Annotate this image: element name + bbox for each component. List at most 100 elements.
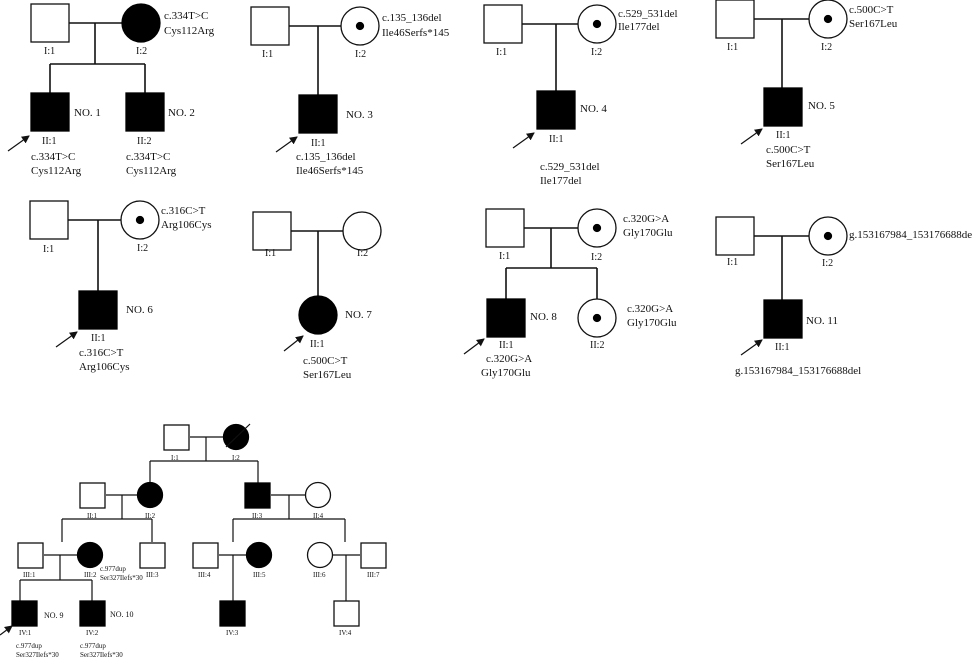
- variant-protein-label: Cys112Arg: [164, 25, 215, 37]
- female-affected-symbol: [245, 541, 273, 569]
- variant-protein-label: Ser327Ilefs*30: [80, 651, 123, 659]
- female-affected-symbol: [298, 295, 338, 335]
- member-label: IV:2: [86, 629, 99, 637]
- member-label: I:2: [136, 46, 147, 57]
- pedigree-family-11: I:1 I:2 g.153167984_153176688del NO. 11 …: [715, 216, 972, 377]
- carrier-dot: [355, 21, 365, 31]
- pedigree-family-3: I:1 I:2 c.135_136del Ile46Serfs*145 NO. …: [250, 6, 450, 177]
- member-label: I:2: [357, 248, 368, 259]
- male-unaffected-symbol: [715, 0, 755, 39]
- variant-cdna-label: c.500C>T: [849, 4, 894, 16]
- variant-protein-label: Arg106Cys: [161, 219, 212, 231]
- variant-protein-label: Gly170Glu: [481, 367, 531, 379]
- member-label: I:2: [355, 49, 366, 60]
- member-label: I:2: [137, 243, 148, 254]
- pedigree-family-1-2: I:1 I:2 c.334T>C Cys112Arg NO. 1 NO. 2 I…: [7, 3, 215, 177]
- family-number-label: NO. 5: [808, 100, 835, 112]
- proband-arrow: [283, 335, 304, 352]
- female-unaffected-symbol: [304, 481, 332, 509]
- male-affected-symbol: [763, 87, 803, 127]
- male-unaffected-symbol: [250, 6, 290, 46]
- carrier-dot: [823, 14, 833, 24]
- male-affected-symbol: [125, 92, 165, 132]
- member-label: I:1: [43, 244, 54, 255]
- variant-cdna-label: c.977dup: [100, 565, 126, 573]
- member-label: II:1: [91, 333, 105, 344]
- male-affected-symbol: [11, 600, 38, 627]
- variant-cdna-label: c.320G>A: [486, 353, 532, 365]
- proband-arrow: [463, 338, 485, 355]
- male-affected-symbol: [763, 299, 803, 339]
- male-unaffected-symbol: [163, 424, 190, 451]
- member-label: II:1: [549, 134, 563, 145]
- variant-protein-label: Cys112Arg: [126, 165, 177, 177]
- male-affected-symbol: [219, 600, 246, 627]
- variant-protein-label: Ser327Ilefs*30: [100, 574, 143, 582]
- variant-protein-label: Ile46Serfs*145: [382, 27, 450, 39]
- variant-protein-label: Gly170Glu: [627, 317, 677, 329]
- pedigree-family-6: I:1 I:2 c.316C>T Arg106Cys NO. 6 II:1 c.…: [29, 200, 212, 373]
- member-label: III:4: [198, 571, 211, 579]
- member-label: II:2: [137, 136, 151, 147]
- variant-cdna-label: c.316C>T: [161, 205, 206, 217]
- variant-cdna-label: c.529_531del: [618, 8, 678, 20]
- variant-cdna-label: c.320G>A: [627, 303, 673, 315]
- member-label: I:2: [821, 42, 832, 53]
- variant-cdna-label: c.334T>C: [31, 151, 75, 163]
- proband-arrow: [275, 136, 298, 153]
- variant-protein-label: Ile46Serfs*145: [296, 165, 364, 177]
- member-label: III:1: [23, 571, 36, 579]
- member-label: II:1: [775, 342, 789, 353]
- male-unaffected-symbol: [252, 211, 292, 251]
- male-affected-symbol: [30, 92, 70, 132]
- pedigree-family-9-10: I:1 I:2 II:1 II:2 II:3 II:4 III:1 III:2 …: [0, 423, 387, 659]
- member-label: III:2: [84, 571, 97, 579]
- female-unaffected-symbol: [306, 541, 334, 569]
- male-unaffected-symbol: [192, 542, 219, 569]
- member-label: II:3: [252, 512, 263, 520]
- member-label: IV:1: [19, 629, 32, 637]
- variant-cdna-label: c.135_136del: [382, 12, 442, 24]
- pedigree-family-8: I:1 I:2 c.320G>A Gly170Glu NO. 8 c.320G>…: [463, 208, 677, 379]
- male-affected-symbol: [244, 482, 271, 509]
- male-unaffected-symbol: [29, 200, 69, 240]
- male-unaffected-symbol: [139, 542, 166, 569]
- member-label: I:1: [727, 42, 738, 53]
- variant-cdna-label: c.500C>T: [766, 144, 811, 156]
- member-label: I:1: [44, 46, 55, 57]
- member-label: IV:4: [339, 629, 352, 637]
- variant-cdna-label: c.500C>T: [303, 355, 348, 367]
- variant-genomic-label: g.153167984_153176688del: [849, 229, 972, 241]
- male-unaffected-symbol: [715, 216, 755, 256]
- member-label: II:2: [590, 340, 604, 351]
- member-label: III:6: [313, 571, 326, 579]
- male-unaffected-symbol: [485, 208, 525, 248]
- carrier-dot: [592, 313, 602, 323]
- proband-arrow: [7, 135, 30, 152]
- carrier-dot: [823, 231, 833, 241]
- carrier-dot: [135, 215, 145, 225]
- member-label: II:1: [311, 138, 325, 149]
- male-unaffected-symbol: [79, 482, 106, 509]
- member-label: II:2: [145, 512, 156, 520]
- pedigree-family-4: I:1 I:2 c.529_531del Ile177del NO. 4 II:…: [483, 4, 678, 187]
- family-number-label: NO. 7: [345, 309, 372, 321]
- variant-protein-label: Ser167Leu: [303, 369, 352, 381]
- variant-protein-label: Ser327Ilefs*30: [16, 651, 59, 659]
- variant-protein-label: Ile177del: [618, 21, 660, 33]
- variant-protein-label: Ser167Leu: [849, 18, 898, 30]
- variant-protein-label: Arg106Cys: [79, 361, 130, 373]
- variant-protein-label: Ser167Leu: [766, 158, 815, 170]
- member-label: III:7: [367, 571, 380, 579]
- variant-cdna-label: c.334T>C: [126, 151, 170, 163]
- male-unaffected-symbol: [483, 4, 523, 44]
- male-affected-symbol: [78, 290, 118, 330]
- member-label: I:1: [499, 251, 510, 262]
- proband-arrow: [55, 331, 78, 348]
- family-number-label: NO. 2: [168, 107, 195, 119]
- family-number-label: NO. 8: [530, 311, 557, 323]
- member-label: II:4: [313, 512, 324, 520]
- female-affected-symbol: [121, 3, 161, 43]
- variant-cdna-label: c.977dup: [80, 642, 106, 650]
